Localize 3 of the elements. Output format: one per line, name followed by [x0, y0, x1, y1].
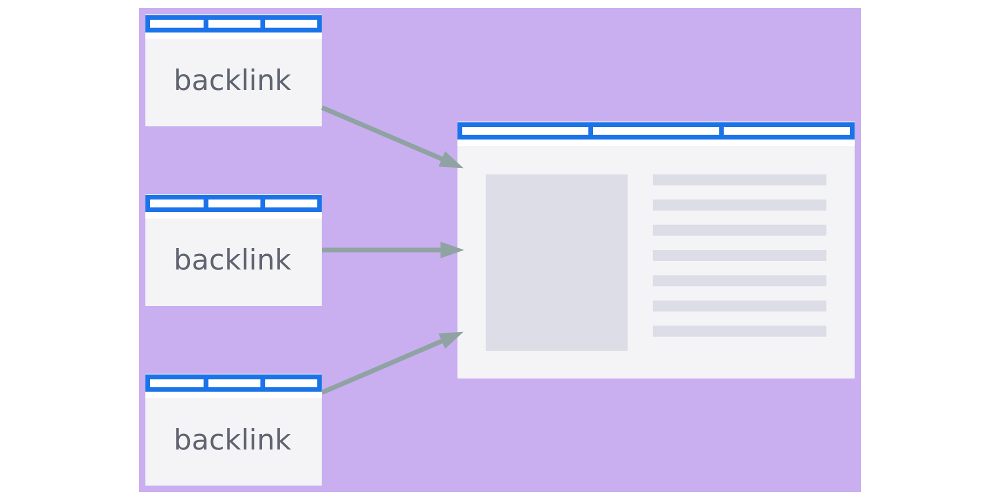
- arrow: [321, 332, 464, 395]
- arrow: [322, 242, 464, 258]
- arrow: [321, 105, 464, 168]
